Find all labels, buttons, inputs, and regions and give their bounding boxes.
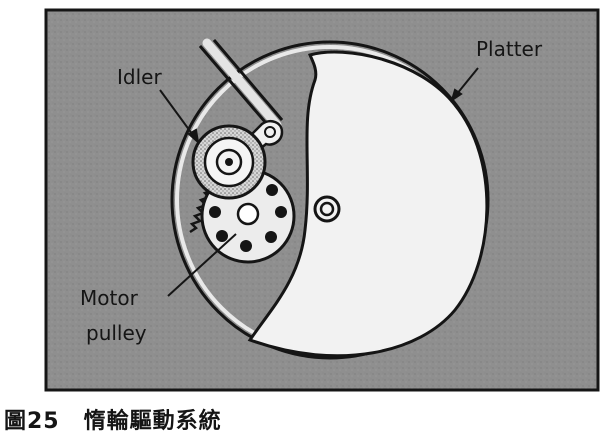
- label-pulley: pulley: [86, 321, 147, 345]
- leader-lines: [159, 67, 479, 297]
- figure-caption: 圖25 惰輪驅動系統: [4, 402, 222, 436]
- idler-wheel-axle: [225, 158, 233, 166]
- spindle-inner: [319, 201, 335, 217]
- platter: [247, 50, 489, 358]
- figure-number: 圖25: [4, 409, 60, 434]
- motor-pulley-leader: [167, 233, 237, 297]
- label-platter: Platter: [476, 37, 543, 61]
- label-motor: Motor: [80, 286, 139, 310]
- figure-title: 惰輪驅動系統: [83, 409, 222, 434]
- label-idler: Idler: [117, 65, 162, 89]
- motor-pulley-holes: [209, 184, 287, 252]
- idler-pivot: [264, 126, 276, 138]
- idler-arm-rod-fill: [202, 38, 282, 130]
- motor-pulley-hub: [236, 202, 260, 226]
